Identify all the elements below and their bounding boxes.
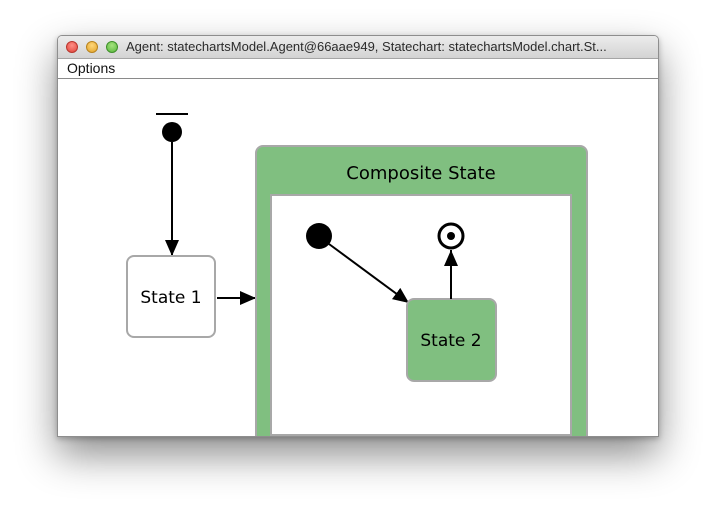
- composite-state-label: Composite State: [346, 163, 495, 184]
- initial-pseudostate-icon[interactable]: [156, 113, 188, 142]
- window-title: Agent: statechartsModel.Agent@66aae949, …: [126, 39, 607, 54]
- composite-state[interactable]: Composite State: [255, 145, 588, 436]
- close-icon[interactable]: [66, 41, 78, 53]
- statechart-diagram: State 1 Composite State State 2: [126, 113, 588, 436]
- state-2-label: State 2: [420, 331, 481, 351]
- menu-options[interactable]: Options: [67, 60, 116, 76]
- inner-initial-pseudostate-icon[interactable]: [306, 223, 332, 249]
- statechart-canvas: State 1 Composite State State 2: [58, 79, 658, 436]
- zoom-icon[interactable]: [106, 41, 118, 53]
- title-bar[interactable]: Agent: statechartsModel.Agent@66aae949, …: [58, 36, 658, 59]
- app-window: Agent: statechartsModel.Agent@66aae949, …: [57, 35, 659, 437]
- transition-inner-initial-to-state2[interactable]: [328, 243, 410, 304]
- final-state-icon[interactable]: [437, 222, 465, 250]
- minimize-icon[interactable]: [86, 41, 98, 53]
- state-2[interactable]: State 2: [406, 298, 497, 382]
- state-1-label: State 1: [140, 288, 201, 308]
- state-1[interactable]: State 1: [126, 255, 216, 338]
- menu-bar: Options: [58, 59, 658, 79]
